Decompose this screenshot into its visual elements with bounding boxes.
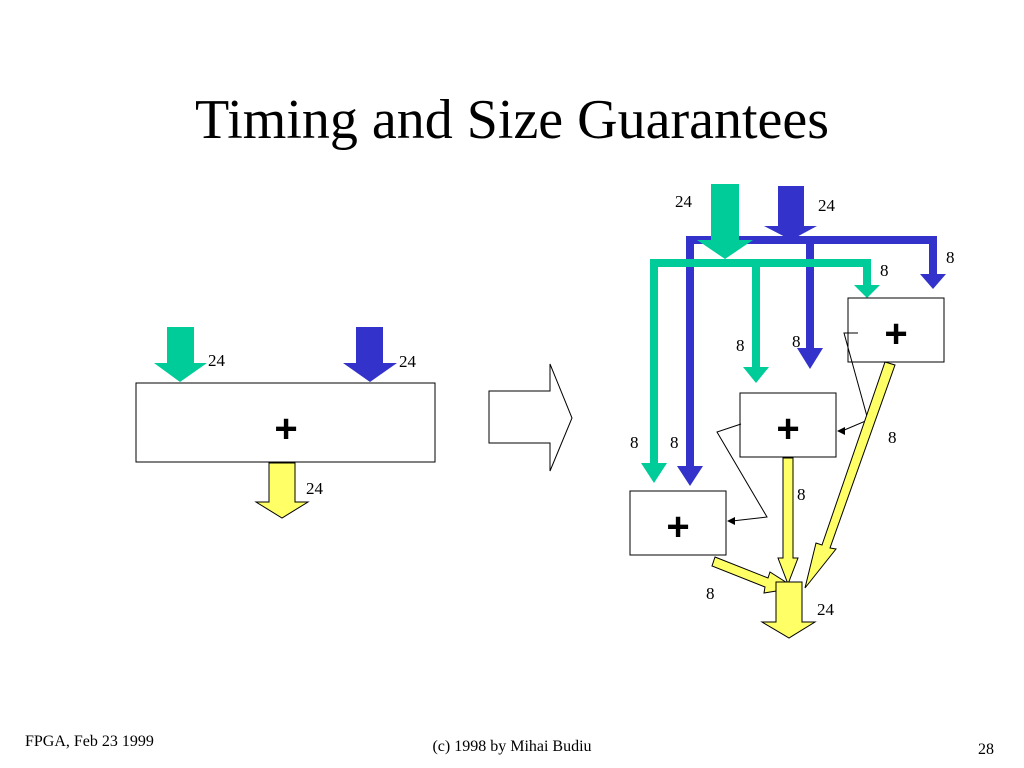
adder-bot-in-a-label: 8 <box>630 433 639 452</box>
adder-mid-out-label: 8 <box>797 485 806 504</box>
mid-output-arrow <box>777 457 799 586</box>
left-output-arrow <box>254 462 310 519</box>
adder-bot-in-b-label: 8 <box>670 433 679 452</box>
right-input-a-label: 24 <box>675 192 693 211</box>
adder-top-plus: + <box>884 312 907 356</box>
slide-title: Timing and Size Guarantees <box>194 89 830 151</box>
yellow-outputs <box>711 361 896 639</box>
page-number: 28 <box>978 741 994 758</box>
transform-arrow <box>488 363 573 472</box>
right-input-b-label: 24 <box>818 196 836 215</box>
green-input-arrow <box>697 184 753 259</box>
carry-top-to-mid <box>837 332 869 435</box>
left-adder-box <box>135 382 436 463</box>
adder-mid-in-a-label: 8 <box>736 336 745 355</box>
left-input-b-label: 24 <box>399 352 417 371</box>
carry-mid-to-bot <box>716 423 768 525</box>
adder-top-carry-label: 8 <box>888 428 897 447</box>
left-input-a-arrow <box>154 327 207 382</box>
left-input-b-arrow <box>343 327 397 382</box>
footer-center: (c) 1998 by Mihai Budiu <box>432 738 592 755</box>
adder-mid-plus: + <box>776 407 799 451</box>
adder-bot-box <box>629 490 727 556</box>
adder-mid-in-b-label: 8 <box>792 332 801 351</box>
left-input-a-label: 24 <box>208 351 226 370</box>
blue-input-bus <box>677 186 946 486</box>
green-input-bus <box>641 184 880 483</box>
adder-top-in-b-label: 8 <box>946 248 955 267</box>
adder-top-in-a-label: 8 <box>880 261 889 280</box>
final-output-arrow <box>760 581 817 639</box>
right-output-label: 24 <box>817 600 835 619</box>
adder-top-box <box>847 297 945 363</box>
adder-mid-box <box>739 392 837 458</box>
left-output-label: 24 <box>306 479 324 498</box>
left-single-adder: + 24 24 24 <box>135 327 436 519</box>
adder-bot-plus: + <box>666 505 689 549</box>
adder-bot-out-label: 8 <box>706 584 715 603</box>
blue-input-arrow <box>764 186 817 240</box>
right-chained-adders: + + + 24 24 8 8 8 8 8 8 8 8 8 <box>629 184 955 639</box>
footer-left: FPGA, Feb 23 1999 <box>25 733 154 750</box>
top-output-arrow <box>804 361 896 589</box>
left-adder-plus: + <box>274 407 297 451</box>
